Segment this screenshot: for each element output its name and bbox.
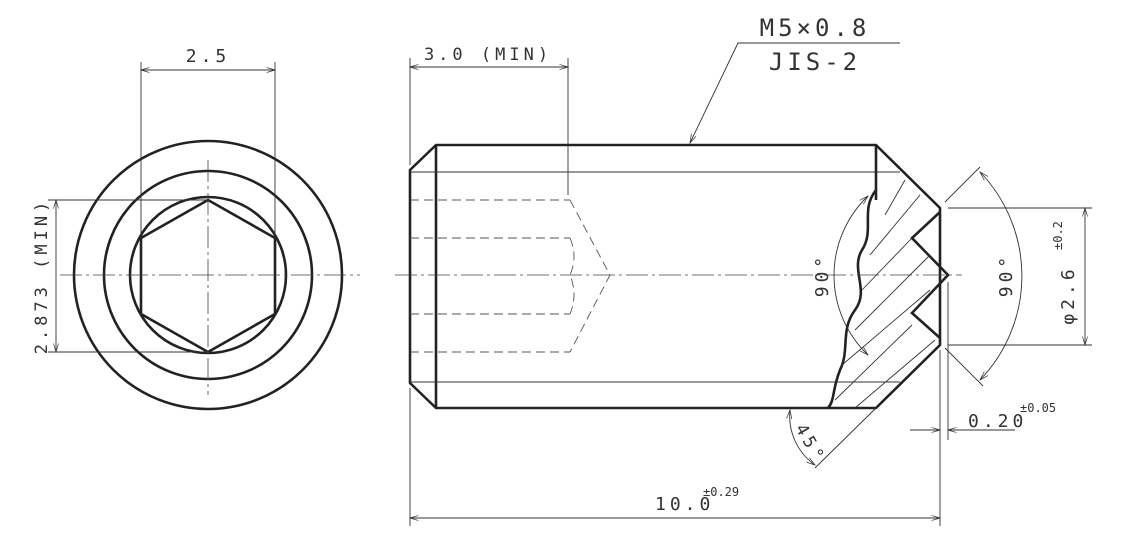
width-dim-label: 2.5 — [186, 46, 231, 67]
point-offset-tolerance: ±0.05 — [1020, 401, 1056, 415]
screw-outline — [408, 143, 942, 410]
socket-depth-label: 3.0 (MIN) — [424, 45, 552, 65]
section-hatching — [834, 179, 936, 409]
cup-diameter-label: φ2.6 — [1058, 265, 1079, 324]
break-line — [826, 189, 878, 409]
length-tolerance: ±0.29 — [703, 485, 739, 499]
thread-spec-label: M5×0.8 — [760, 14, 871, 42]
cup-diameter-tolerance: ±0.2 — [1051, 221, 1065, 250]
length-label: 10.0 — [655, 494, 714, 515]
outer-angle-label: 90° — [996, 253, 1017, 298]
across-corners-dim-label: 2.873 (MIN) — [32, 198, 52, 355]
hidden-socket — [410, 199, 611, 353]
side-view: 3.0 (MIN) M5×0.8 JIS-2 10.0 ±0.29 φ2.6 ±… — [395, 14, 1092, 526]
point-offset-label: 0.20 — [968, 411, 1027, 432]
cup-point — [910, 211, 950, 339]
thread-leader — [690, 42, 900, 143]
thread-class-label: JIS-2 — [769, 48, 861, 76]
inner-angle-label: 90° — [812, 253, 833, 298]
end-view: 2.5 2.873 (MIN) — [32, 46, 360, 411]
